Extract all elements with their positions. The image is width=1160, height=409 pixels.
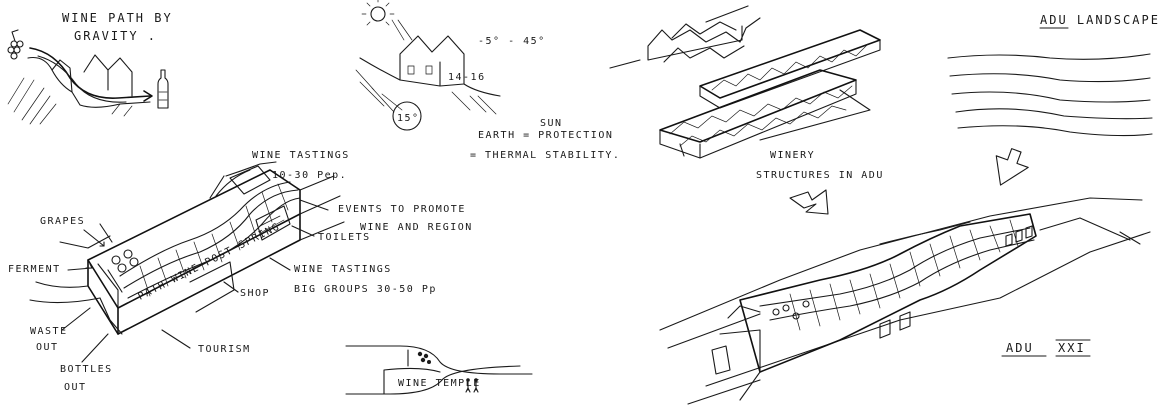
down-arrow-icon: [995, 148, 1029, 186]
bottles-label: BOTTLES: [60, 364, 113, 375]
toilets-label: TOILETS: [318, 232, 371, 243]
adu-title: ADU: [1006, 341, 1034, 355]
sketch-adu-xxi: ADU XXI: [659, 189, 1151, 405]
title-line-2: GRAVITY .: [74, 29, 157, 43]
xxi-title: XXI: [1058, 341, 1086, 355]
sketch-wine-path-gravity: WINE PATH BY GRAVITY .: [7, 11, 173, 125]
sketch-adu-landscape: ADU LANDSCAPE: [947, 13, 1160, 186]
thermal-label: = THERMAL STABILITY.: [470, 150, 620, 161]
structures-label-1: WINERY: [770, 150, 815, 161]
bottle-icon: [157, 69, 169, 109]
wine-tastings-small-label: WINE TASTINGS: [252, 150, 350, 161]
title-line-1: WINE PATH BY: [62, 11, 173, 25]
big-groups-label: BIG GROUPS 30-50 Pp: [294, 284, 437, 295]
shop-label: SHOP: [240, 288, 270, 299]
adu-landscape-title: ADU LANDSCAPE: [1040, 13, 1160, 27]
waste-label: WASTE: [30, 326, 68, 337]
grape-cluster-icon: [7, 29, 24, 60]
earth-label: EARTH = PROTECTION: [478, 130, 613, 141]
sketch-thermal-section: -5° - 45° 14-16 15° SUN EARTH = PROTECTI…: [355, 0, 620, 161]
waste-out-label: OUT: [36, 342, 59, 353]
people-icon: [465, 378, 479, 393]
sketch-winery-diagram: PATH WINE POST SPRING WINE TASTINGS 10-3…: [8, 150, 473, 393]
level-label: 14-16: [448, 72, 486, 83]
sketch-wine-temple: WINE TEMPLE: [345, 345, 533, 395]
wine-temple-label: WINE TEMPLE: [398, 378, 481, 389]
wine-tastings-big-label: WINE TASTINGS: [294, 264, 392, 275]
earth-temperature-circle: [392, 101, 422, 131]
events-label-2: WINE AND REGION: [360, 222, 473, 233]
angle-label: -5° - 45°: [478, 36, 546, 47]
temp-label: 15°: [397, 113, 420, 124]
ferment-label: FERMENT: [8, 264, 61, 275]
small-groups-label: 10-30 Pep.: [272, 170, 347, 181]
grapes-icon: [417, 351, 431, 364]
sun-label: SUN: [540, 118, 563, 129]
diagonal-arrow-icon: [789, 189, 829, 215]
sun-icon: [361, 0, 395, 26]
structures-label-2: STRUCTURES IN ADU: [756, 170, 884, 181]
events-label: EVENTS TO PROMOTE: [338, 204, 466, 215]
sketch-winery-structures: WINERY STRUCTURES IN ADU: [609, 5, 884, 181]
tourism-label: TOURISM: [198, 344, 251, 355]
grapes-label: GRAPES: [40, 216, 85, 227]
bottles-out-label: OUT: [64, 382, 87, 393]
